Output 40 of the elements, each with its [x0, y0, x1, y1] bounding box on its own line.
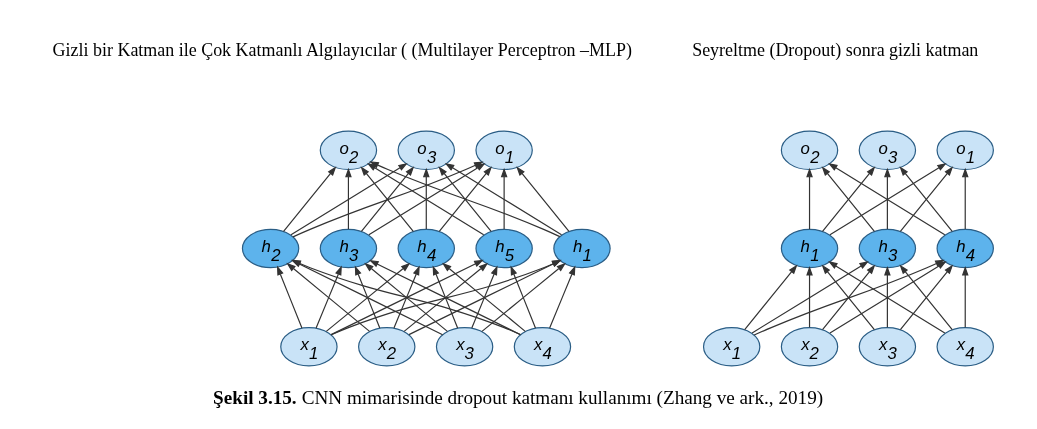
- arrow: [751, 260, 869, 334]
- arrow: [354, 265, 381, 329]
- arrow: [884, 167, 891, 230]
- arrow: [806, 265, 813, 328]
- arrow: [292, 161, 484, 237]
- arrow: [961, 167, 969, 230]
- arrow: [442, 262, 526, 332]
- arrow: [444, 162, 563, 235]
- arrow: [961, 265, 969, 328]
- arrow: [403, 262, 489, 332]
- label: Seyreltme (Dropout) sonra gizli katman: [692, 39, 979, 60]
- arrow: [481, 262, 567, 332]
- arrow: [884, 265, 891, 328]
- arrow: [291, 259, 521, 335]
- arrow: [315, 265, 342, 329]
- arrow: [291, 259, 444, 335]
- arrow: [325, 262, 411, 332]
- arrow: [500, 167, 508, 230]
- arrow: [408, 259, 562, 335]
- arrow: [549, 265, 576, 329]
- arrow: [422, 167, 430, 230]
- arrow: [345, 167, 352, 230]
- arrow: [283, 165, 337, 232]
- arrow: [471, 265, 498, 329]
- arrow: [510, 265, 537, 329]
- arrow: [276, 265, 303, 329]
- arrow: [290, 162, 408, 235]
- arrow: [744, 264, 798, 330]
- label: Gizli bir Katman ile Çok Katmanlı Algılayıcılar ( (Multilayer Perceptron –MLP): [52, 39, 632, 60]
- arrow: [364, 262, 448, 332]
- arrow: [369, 259, 522, 335]
- arrow: [432, 265, 459, 329]
- caption: Şekil 3.15. CNN mimarisinde dropout katmanı kullanımı (Zhang ve ark., 2019): [213, 386, 824, 408]
- arrow: [516, 165, 570, 232]
- arrow: [330, 259, 484, 335]
- arrow: [393, 265, 420, 329]
- arrow: [369, 160, 561, 237]
- arrow: [286, 262, 371, 332]
- arrow: [806, 167, 813, 230]
- arrow: [330, 259, 562, 335]
